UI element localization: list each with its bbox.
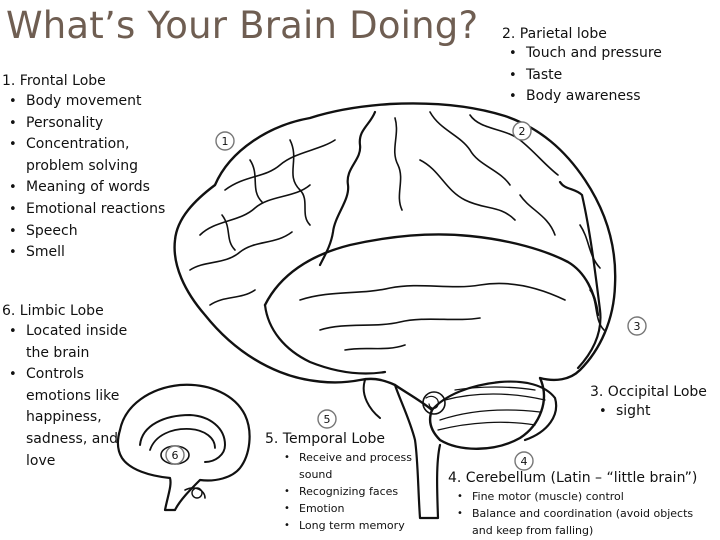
page-title: What’s Your Brain Doing? [6,4,479,47]
list-item: Emotion [277,500,415,517]
cerebellum-heading: 4. Cerebellum (Latin – “little brain”) [448,470,698,486]
list-item: Concentration, problem solving [2,134,161,177]
list-item: Located inside the brain [2,321,136,364]
list-item: Personality [2,113,187,135]
marker-6: 6 [165,445,185,465]
pons-swirl [422,391,446,415]
central-sulcus [318,110,377,267]
occipital-lobe-list: sight [592,401,718,423]
list-item: Receive and process sound [277,449,415,483]
occipital-lobe-heading: 3. Occipital Lobe [590,384,707,400]
marker-5-label: 5 [324,413,331,426]
cerebellum-list: Fine motor (muscle) control Balance and … [450,488,716,539]
marker-6-label: 6 [172,449,179,462]
limbic-lobe-list: Located inside the brain Controls emotio… [2,321,137,472]
list-item: Long term memory [277,517,415,534]
frontal-lobe-heading: 1. Frontal Lobe [2,73,106,89]
list-item: Controls emotions like happiness, sadnes… [2,364,126,472]
marker-2-label: 2 [519,125,526,138]
list-item: Speech [2,221,187,243]
marker-2: 2 [512,121,532,141]
marker-4: 4 [514,451,534,471]
limbic-ring [139,414,226,463]
temporal-lobe-heading: 5. Temporal Lobe [265,431,385,447]
list-item: Emotional reactions [2,199,187,221]
limbic-brain-outline [116,383,251,512]
list-item: Recognizing faces [277,483,415,500]
list-item: Balance and coordination (avoid objects … [450,505,712,539]
marker-3: 3 [627,316,647,336]
parietal-lobe-list: Touch and pressure Taste Body awareness [502,43,712,108]
parietal-lobe-section: 2. Parietal lobe Touch and pressure Tast… [502,26,712,108]
list-item: Body movement [2,91,187,113]
marker-4-label: 4 [521,455,528,468]
temporal-lobe-edge [263,303,387,375]
limbic-lobe-heading: 6. Limbic Lobe [2,303,104,319]
occipital-lobe-section: 3. Occipital Lobe sight [590,384,718,423]
parieto-occipital-sulcus [558,180,602,370]
marker-3-label: 3 [634,320,641,333]
brain-outline [173,102,617,450]
brainstem [393,383,442,520]
list-item: Body awareness [502,86,712,108]
cerebellum [430,380,558,442]
cerebellum-section: 4. Cerebellum (Latin – “little brain”) F… [448,470,716,539]
marker-5: 5 [317,409,337,429]
frontal-lobe-section: 1. Frontal Lobe Body movement Personalit… [2,73,187,264]
marker-1-label: 1 [222,135,229,148]
parietal-lobe-heading: 2. Parietal lobe [502,26,607,42]
lateral-sulcus [263,233,600,317]
temporal-lobe-section: 5. Temporal Lobe Receive and process sou… [265,431,415,534]
list-item: Meaning of words [2,177,187,199]
marker-1: 1 [215,131,235,151]
limbic-lobe-section: 6. Limbic Lobe Located inside the brain … [2,303,137,472]
list-item: Touch and pressure [502,43,712,65]
list-item: Taste [502,65,712,87]
list-item: Fine motor (muscle) control [450,488,716,505]
list-item: Smell [2,242,187,264]
list-item: sight [592,401,718,423]
temporal-lobe-list: Receive and process sound Recognizing fa… [277,449,415,534]
frontal-lobe-list: Body movement Personality Concentration,… [2,91,187,264]
